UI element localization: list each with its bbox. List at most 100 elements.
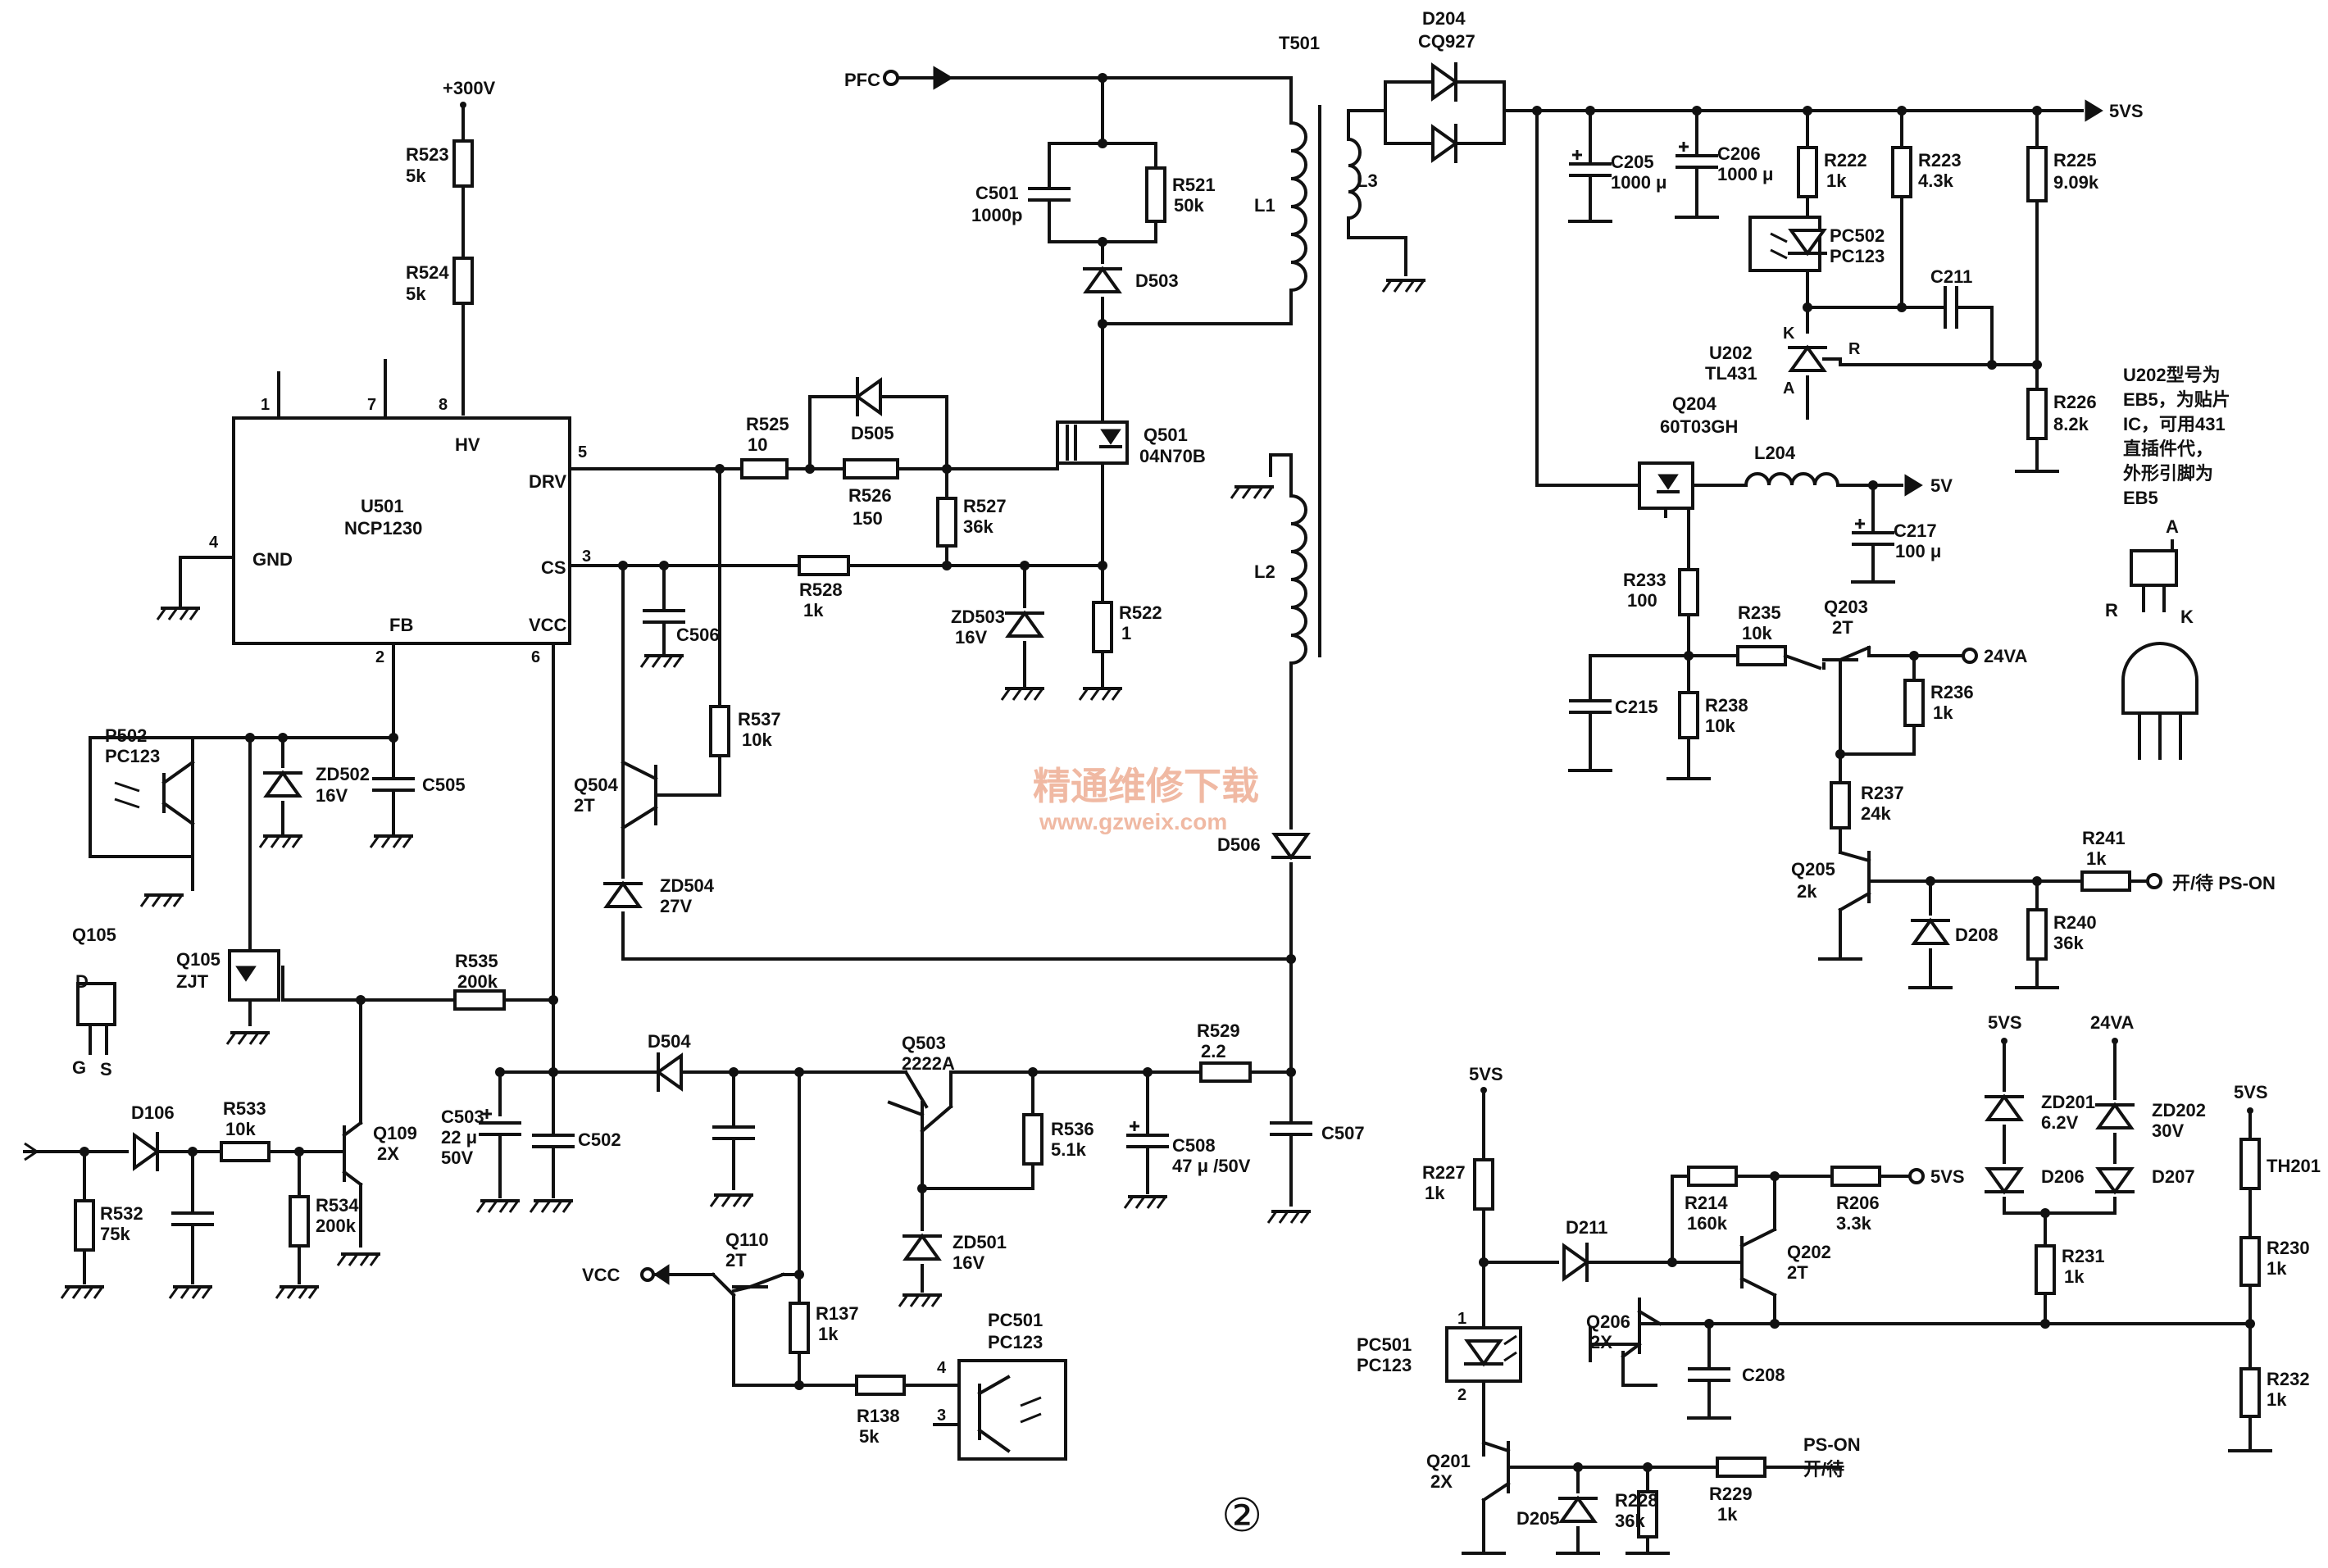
- q105-pin-d: D: [75, 971, 89, 992]
- r535-ref: R535: [455, 951, 498, 971]
- r235-ref: R235: [1738, 602, 1781, 623]
- d505-ref: D505: [851, 423, 894, 443]
- capacitor-c502: [532, 1134, 575, 1148]
- r529-ref: R529: [1197, 1020, 1240, 1041]
- note-line-3: IC，可用431: [2123, 414, 2226, 434]
- r533-ref: R533: [223, 1098, 266, 1119]
- q201-part: 2X: [1430, 1471, 1453, 1492]
- vs5-label-2: 5VS: [1469, 1064, 1503, 1084]
- r228-ref: R228: [1615, 1490, 1658, 1511]
- c501-value: 1000p: [971, 205, 1022, 225]
- r231-ref: R231: [2062, 1246, 2105, 1266]
- r235-value: 10k: [1742, 623, 1772, 643]
- u501-part: NCP1230: [344, 518, 422, 539]
- pc502-ref: PC502: [1830, 225, 1885, 246]
- zd503-ref: ZD503: [951, 607, 1005, 627]
- resistor-r522: [1092, 601, 1113, 653]
- vs5-label-3: 5VS: [1930, 1166, 1965, 1187]
- l204-ref: L204: [1754, 443, 1796, 463]
- r524-value: 5k: [406, 284, 426, 304]
- capacitor-c211: [1944, 286, 1958, 329]
- pc502-part: PC123: [1830, 246, 1885, 266]
- q105-pin-g: G: [72, 1057, 86, 1078]
- c507-ref: C507: [1321, 1123, 1365, 1143]
- diode-d207: [2095, 1167, 2135, 1193]
- note-line-4: 直插件代，: [2123, 439, 2213, 459]
- q105-ref: Q105: [176, 949, 221, 970]
- output-5vs-label: 5VS: [2109, 101, 2144, 121]
- c503-ref: C503: [441, 1107, 484, 1127]
- d504-ref: D504: [648, 1031, 691, 1052]
- u501-hv-pin: HV: [455, 434, 480, 455]
- resistor-r233: [1678, 568, 1699, 616]
- c208-ref: C208: [1742, 1365, 1785, 1385]
- input-24va-label: 24VA: [1984, 646, 2028, 666]
- u501-pin3: 3: [582, 548, 591, 566]
- r238-value: 10k: [1705, 716, 1735, 736]
- r534-value: 200k: [316, 1216, 357, 1236]
- r240-ref: R240: [2053, 912, 2097, 933]
- c215-ref: C215: [1615, 697, 1658, 717]
- r522-value: 1: [1121, 623, 1131, 643]
- r138-ref: R138: [857, 1406, 900, 1426]
- supply-300v-label: +300V: [443, 78, 496, 98]
- watermark-cn: 精通维修下载: [1033, 764, 1259, 808]
- mosfet-q501: [1056, 420, 1129, 465]
- pfc-input-label: PFC: [844, 70, 880, 90]
- pc501-pin2: 2: [1457, 1386, 1466, 1404]
- r222-ref: R222: [1824, 150, 1867, 170]
- capacitor-c501: [1028, 187, 1071, 202]
- regulator-u202: [1788, 346, 1827, 372]
- r241-value: 1k: [2086, 848, 2107, 869]
- vs5-label-5: 5VS: [2234, 1082, 2268, 1102]
- resistor-r226: [2026, 388, 2048, 440]
- q110-ref: Q110: [725, 1229, 769, 1250]
- r526-value: 150: [853, 508, 883, 529]
- figure-number: ②: [1221, 1489, 1262, 1543]
- resistor-r214: [1687, 1166, 1738, 1187]
- note-line-6: EB5: [2123, 488, 2158, 508]
- capacitor-c506: [643, 609, 685, 624]
- c503-voltage: 50V: [441, 1148, 473, 1168]
- r237-ref: R237: [1861, 783, 1904, 803]
- r522-ref: R522: [1119, 602, 1162, 623]
- c506-ref: C506: [676, 625, 720, 645]
- capacitor-c215: [1569, 699, 1612, 714]
- c211-ref: C211: [1930, 266, 1972, 287]
- q204-part: 60T03GH: [1660, 416, 1738, 437]
- resistor-r229: [1716, 1457, 1766, 1478]
- note-pin-k: K: [2180, 607, 2194, 627]
- r528-value: 1k: [803, 600, 824, 620]
- q501-ref: Q501: [1144, 425, 1188, 445]
- resistor-r230: [2239, 1236, 2261, 1287]
- u501-pin4: 4: [209, 534, 219, 552]
- u501-pin5: 5: [578, 443, 587, 461]
- r527-ref: R527: [963, 496, 1007, 516]
- r214-ref: R214: [1685, 1193, 1728, 1213]
- u501-vcc-pin: VCC: [529, 615, 567, 635]
- u202-ref: U202: [1709, 343, 1753, 363]
- inductor-l3: [1346, 137, 1362, 220]
- capacitor-c507: [1270, 1121, 1312, 1136]
- zd201-ref: ZD201: [2041, 1092, 2095, 1112]
- d207-ref: D207: [2152, 1166, 2195, 1187]
- zener-zd501: [903, 1234, 942, 1261]
- q504-ref: Q504: [574, 775, 619, 795]
- resistor-r241: [2080, 870, 2131, 892]
- q105-pkg-ref: Q105: [72, 925, 116, 945]
- diode-d208: [1911, 919, 1950, 945]
- resistor-r232: [2239, 1367, 2261, 1418]
- capacitor-c505: [372, 777, 415, 792]
- resistor-r528: [798, 555, 850, 576]
- resistor-r536: [1022, 1113, 1044, 1166]
- r525-ref: R525: [746, 414, 789, 434]
- c501-ref: C501: [975, 183, 1019, 203]
- note-pin-r: R: [2105, 600, 2118, 620]
- p502-ref: P502: [105, 725, 147, 746]
- r232-ref: R232: [2267, 1369, 2310, 1389]
- resistor-r529: [1199, 1061, 1252, 1083]
- q503-part: 2222A: [902, 1053, 955, 1074]
- resistor-r526: [843, 458, 899, 479]
- c217-ref: C217: [1894, 520, 1937, 541]
- diode-d504: [657, 1052, 683, 1092]
